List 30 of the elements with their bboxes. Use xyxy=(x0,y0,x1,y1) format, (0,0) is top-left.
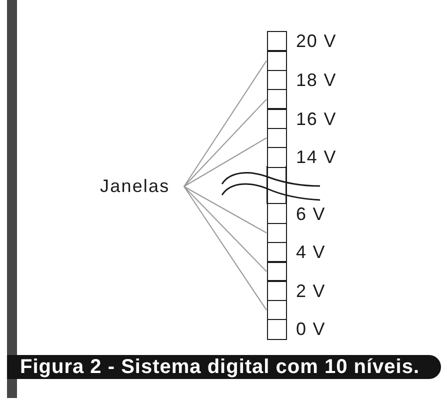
leader-line xyxy=(184,186,267,234)
scale-box xyxy=(266,300,287,320)
voltage-label: 4 V xyxy=(296,242,326,262)
voltage-label: 20 V xyxy=(296,31,337,52)
scale-box xyxy=(266,319,287,340)
voltage-label: 14 V xyxy=(296,147,337,168)
voltage-label: 0 V xyxy=(296,319,326,340)
scale-box xyxy=(266,203,287,224)
leader-line xyxy=(184,98,267,187)
scale-box xyxy=(266,242,287,263)
leader-line xyxy=(184,186,267,272)
voltage-label: 16 V xyxy=(296,108,337,129)
callout-text: Janelas xyxy=(100,176,184,196)
scale-box xyxy=(266,50,287,72)
scale-box xyxy=(266,222,287,244)
scale-box xyxy=(266,280,287,302)
scale-box xyxy=(266,261,287,282)
scale-box xyxy=(266,108,287,129)
leader-line xyxy=(184,186,267,310)
scale-box xyxy=(266,70,287,90)
scale-box xyxy=(266,146,287,168)
scale-box xyxy=(266,31,287,52)
figure-caption: Figura 2 - Sistema digital com 10 níveis. xyxy=(7,355,441,379)
scale-box xyxy=(266,88,287,110)
scale-box xyxy=(266,128,287,148)
leader-line xyxy=(184,60,267,187)
leader-line xyxy=(184,137,267,187)
voltage-label: 6 V xyxy=(296,204,326,224)
voltage-label: 18 V xyxy=(296,70,337,90)
voltage-label: 2 V xyxy=(296,280,326,301)
